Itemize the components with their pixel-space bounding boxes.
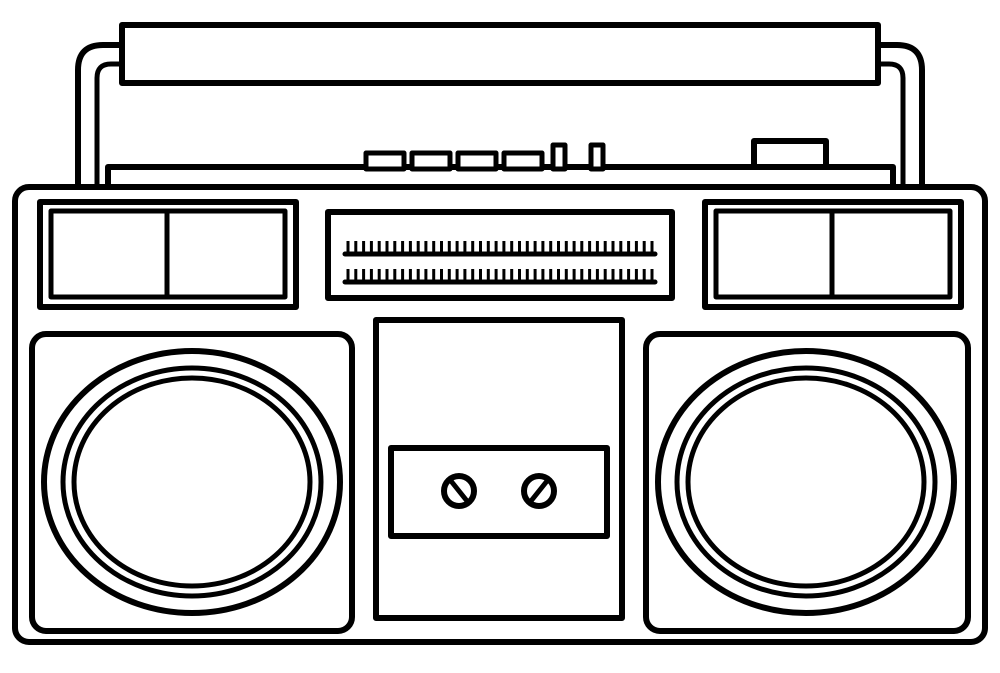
- cassette-deck: [373, 317, 625, 621]
- slider-2: [588, 142, 606, 172]
- tuner-ticks-lower: [346, 269, 654, 282]
- upper-left-panel: [37, 199, 299, 310]
- top-right-button: [751, 138, 829, 170]
- tuner-ticks-upper: [346, 241, 654, 254]
- piano-key-4: [501, 150, 545, 172]
- piano-key-2: [409, 150, 453, 172]
- right-reel-slot: [528, 478, 550, 504]
- right-speaker-cone: [685, 375, 927, 589]
- left-speaker-cone: [71, 375, 313, 589]
- slider-1: [550, 142, 568, 172]
- top-control-strip: [105, 138, 896, 193]
- upper-right-panel: [702, 199, 964, 310]
- piano-key-1: [363, 150, 407, 172]
- left-reel-slot: [448, 478, 470, 504]
- left-speaker: [29, 331, 355, 634]
- handle-inner-loop: [94, 61, 906, 191]
- piano-keys: [363, 150, 545, 172]
- sliders: [550, 142, 606, 172]
- cassette-window: [388, 445, 610, 539]
- handle-outer-loop: [75, 42, 925, 191]
- handle-grip: [119, 22, 881, 86]
- tuner-dial: [325, 209, 675, 301]
- carry-handle: [75, 22, 925, 191]
- left-reel-icon: [441, 473, 477, 509]
- piano-key-3: [455, 150, 499, 172]
- right-reel-icon: [521, 473, 557, 509]
- right-speaker: [643, 331, 971, 634]
